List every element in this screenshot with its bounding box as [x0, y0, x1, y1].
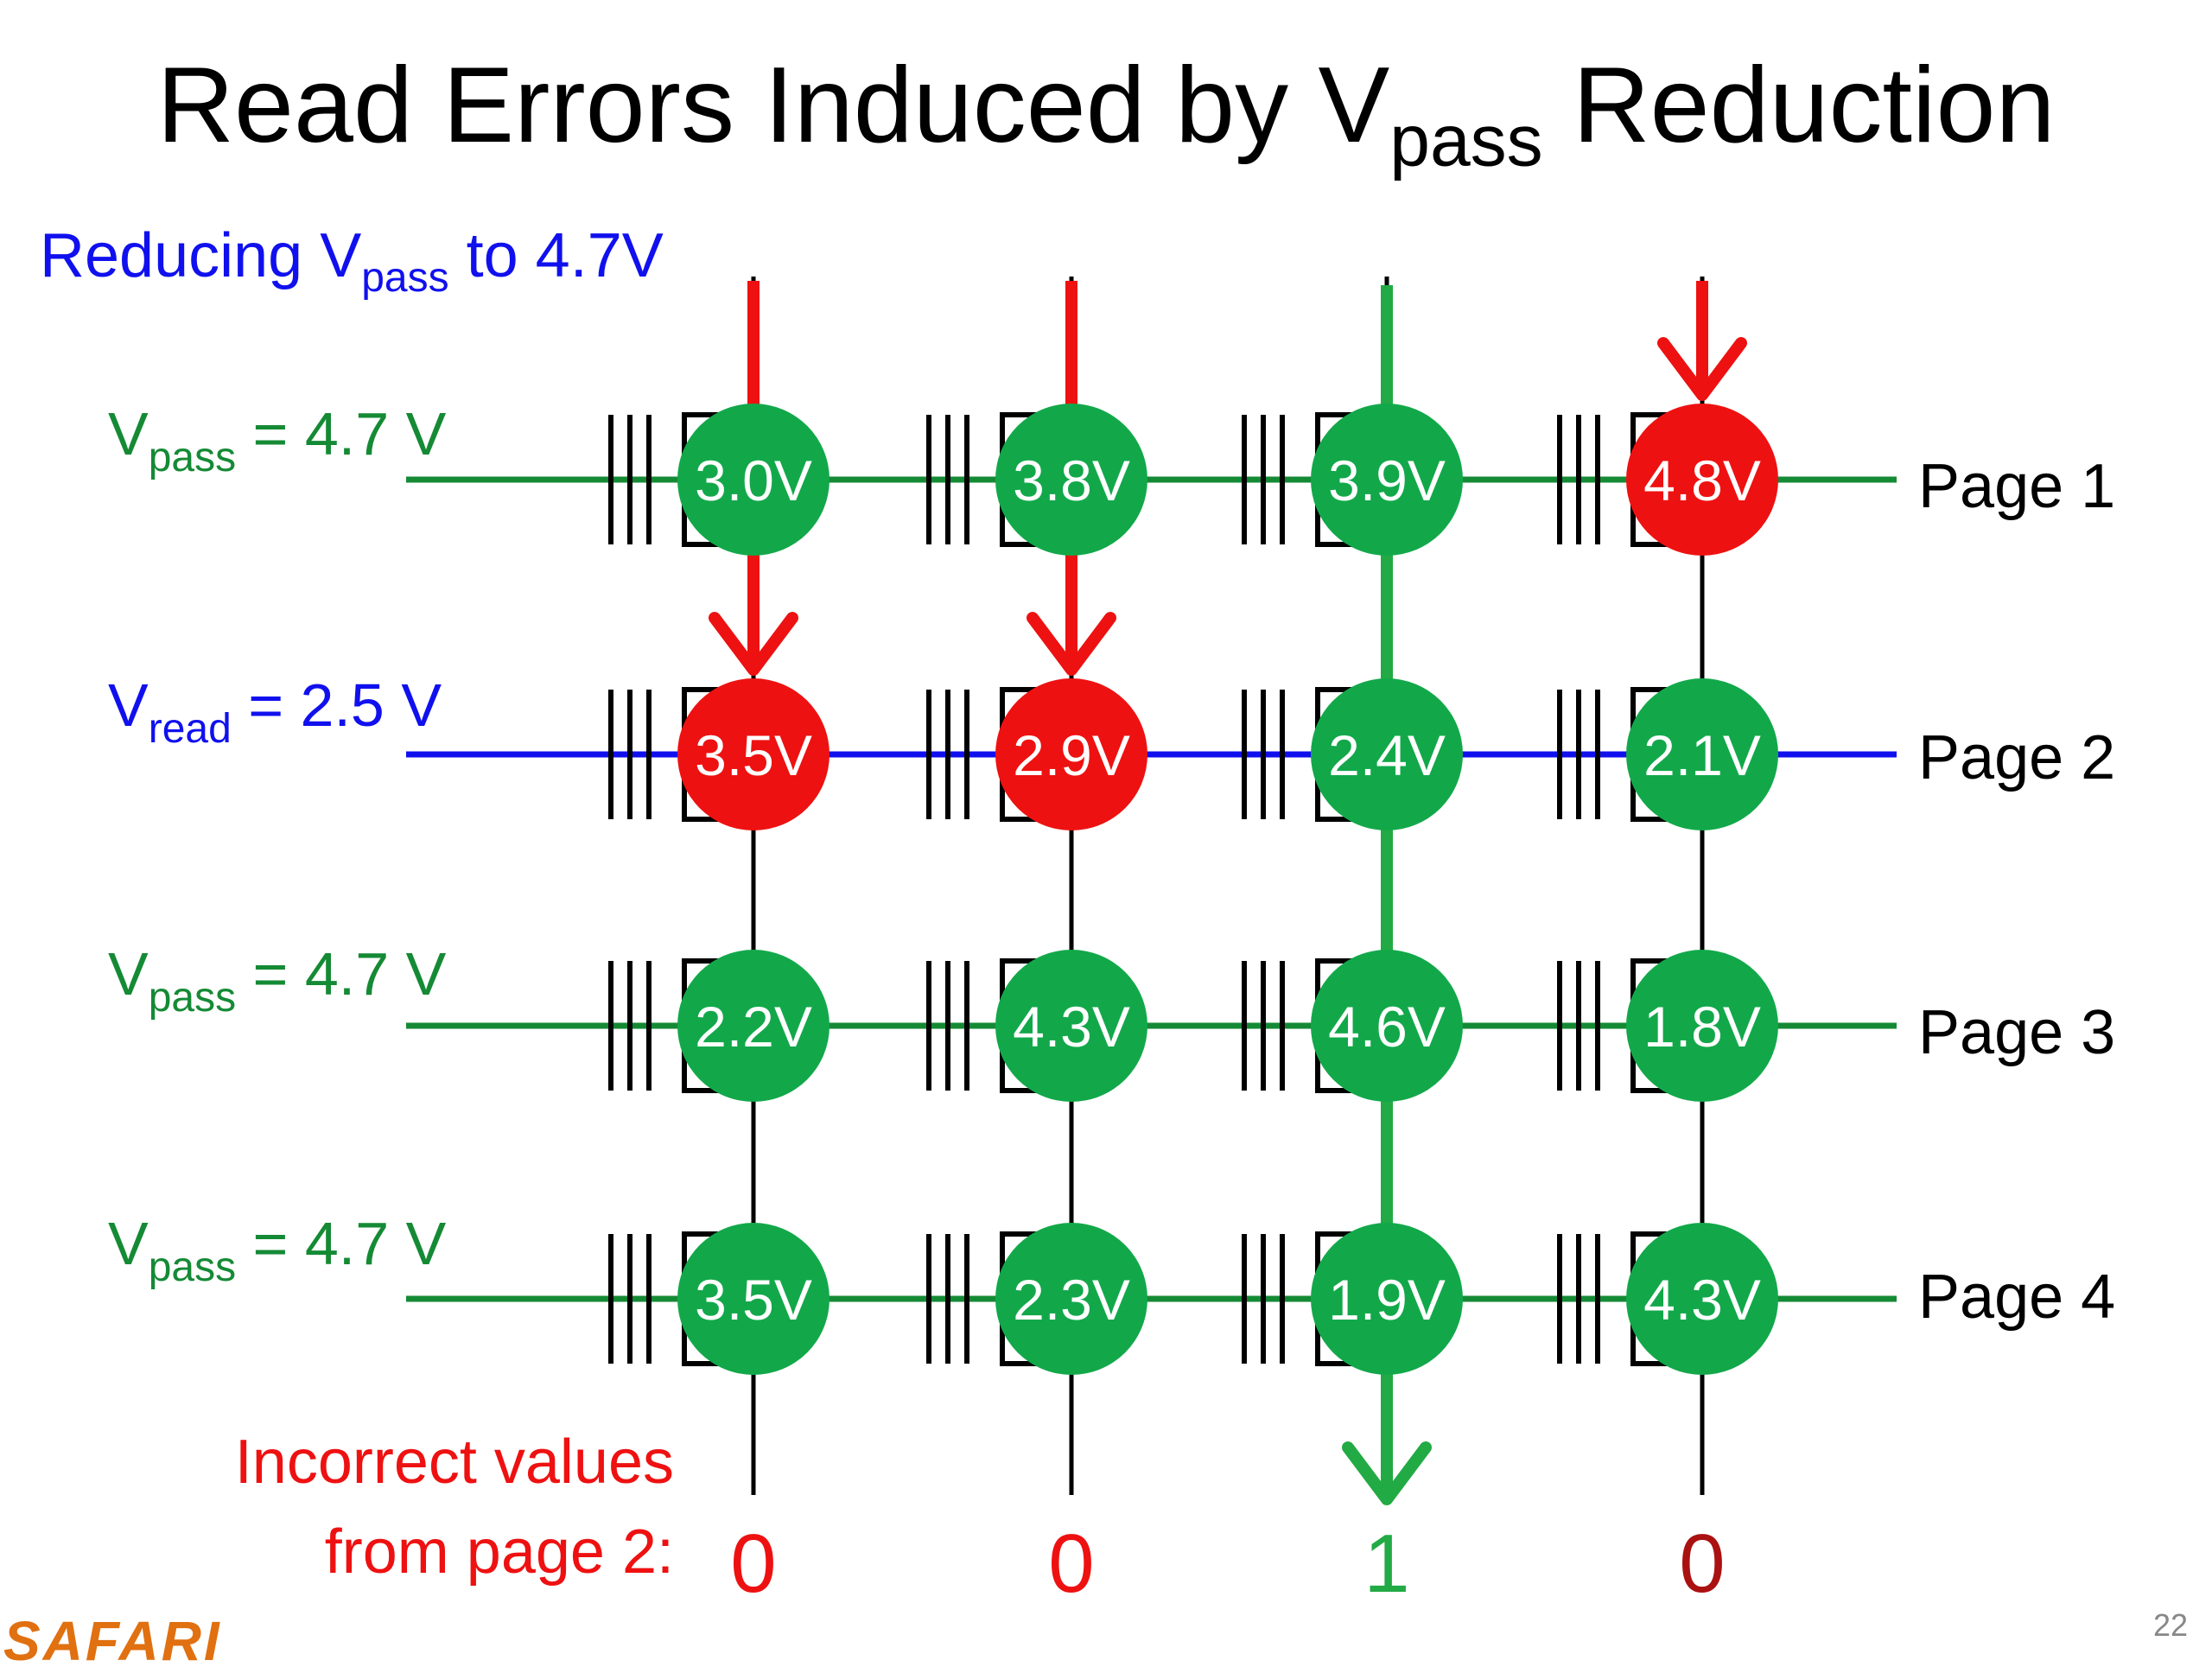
title-tail: Reduction — [1542, 46, 2056, 165]
cell-voltage: 3.5V — [695, 723, 812, 787]
row-label-subscript: pass — [148, 975, 237, 1021]
incorrect-values-note: Incorrect values from page 2: — [121, 1417, 674, 1598]
page-label-3: Page 3 — [1918, 998, 2116, 1067]
row-label-value: = 4.7 V — [236, 400, 447, 468]
cell-voltage: 4.6V — [1328, 995, 1446, 1059]
output-bit-4: 0 — [1679, 1517, 1726, 1610]
cell-circle — [1311, 1223, 1463, 1375]
page-label-2: Page 2 — [1918, 723, 2116, 792]
cell-circle — [1626, 950, 1778, 1102]
subtitle-subscript: pass — [361, 254, 449, 301]
cell-circle — [1311, 678, 1463, 830]
memory-cell: 4.6V — [1311, 950, 1463, 1102]
cell-voltage: 3.0V — [695, 448, 812, 512]
row-label-value: = 4.7 V — [236, 1210, 447, 1277]
memory-cell: 2.3V — [995, 1223, 1147, 1375]
memory-cell: 4.3V — [1626, 1223, 1778, 1375]
row-label-value: = 4.7 V — [236, 940, 447, 1008]
error-arrow-head — [709, 612, 798, 676]
row-label-v: V — [108, 671, 149, 739]
memory-cell: 1.9V — [1311, 1223, 1463, 1375]
output-bit-1: 0 — [730, 1517, 777, 1610]
row-label-2: Vread = 2.5 V — [108, 671, 442, 753]
memory-cell: 3.5V — [677, 1223, 830, 1375]
row-label-3: Vpass = 4.7 V — [108, 939, 446, 1021]
row-label-subscript: pass — [148, 435, 237, 481]
cell-voltage: 2.3V — [1013, 1268, 1130, 1332]
row-label-subscript: read — [148, 706, 232, 753]
memory-cell: 4.3V — [995, 950, 1147, 1102]
cell-circle — [995, 1223, 1147, 1375]
title-main: Read Errors Induced by V — [156, 46, 1390, 165]
error-arrow-head — [1027, 612, 1116, 676]
memory-cell: 2.1V — [1626, 678, 1778, 830]
row-label-subscript: pass — [148, 1244, 237, 1291]
row-label-v: V — [108, 1210, 149, 1277]
subtitle-suffix: to 4.7V — [448, 221, 664, 290]
cell-voltage: 4.3V — [1013, 995, 1130, 1059]
output-bit-2: 0 — [1048, 1517, 1095, 1610]
cell-circle — [995, 950, 1147, 1102]
error-cell-circle — [995, 678, 1147, 830]
cell-voltage: 1.9V — [1328, 1268, 1446, 1332]
memory-cell: 4.8V — [1626, 404, 1778, 556]
title-subscript: pass — [1389, 99, 1543, 181]
error-cell-circle — [1626, 404, 1778, 556]
memory-cells: 3.0V 3.8V 3.9V 4.8V 3.5V 2.9V 2.4V 2.1V 2.2V 4.3V… — [677, 404, 1778, 1375]
cell-voltage: 4.8V — [1643, 448, 1761, 512]
cell-voltage: 2.9V — [1013, 723, 1130, 787]
memory-cell: 3.9V — [1311, 404, 1463, 556]
cell-voltage: 3.8V — [1013, 448, 1130, 512]
cell-circle — [1311, 404, 1463, 556]
error-arrow-head — [1657, 337, 1747, 401]
row-label-4: Vpass = 4.7 V — [108, 1209, 446, 1291]
subtitle: Reducing Vpass to 4.7V — [40, 220, 664, 302]
memory-cell: 1.8V — [1626, 950, 1778, 1102]
cell-circle — [1311, 950, 1463, 1102]
page-label-4: Page 4 — [1918, 1263, 2116, 1332]
memory-cell: 3.0V — [677, 404, 830, 556]
cell-voltage: 3.9V — [1328, 448, 1446, 512]
cell-voltage: 2.1V — [1643, 723, 1761, 787]
safari-logo: SAFARI — [3, 1610, 222, 1672]
memory-cell: 3.5V — [677, 678, 830, 830]
cell-circle — [1626, 678, 1778, 830]
transistor-gates — [608, 412, 1668, 1366]
row-label-v: V — [108, 940, 149, 1008]
cell-circle — [677, 1223, 830, 1375]
cell-circle — [1626, 1223, 1778, 1375]
cell-voltage: 1.8V — [1643, 995, 1761, 1059]
page-label-1: Page 1 — [1918, 452, 2116, 521]
cell-voltage: 4.3V — [1643, 1268, 1761, 1332]
memory-cell: 2.9V — [995, 678, 1147, 830]
cell-voltage: 2.4V — [1328, 723, 1446, 787]
page-number: 22 — [2152, 1607, 2188, 1643]
cell-voltage: 2.2V — [695, 995, 812, 1059]
row-label-v: V — [108, 400, 149, 468]
output-bit-3: 1 — [1363, 1517, 1410, 1610]
slide-title: Read Errors Induced by Vpass Reduction — [0, 52, 2212, 177]
subtitle-prefix: Reducing V — [40, 221, 362, 290]
row-label-1: Vpass = 4.7 V — [108, 399, 446, 481]
note-line-1: Incorrect values — [234, 1428, 674, 1497]
cell-circle — [677, 404, 830, 556]
row-label-value: = 2.5 V — [231, 671, 442, 739]
memory-cell: 2.4V — [1311, 678, 1463, 830]
cell-circle — [995, 404, 1147, 556]
cell-voltage: 3.5V — [695, 1268, 812, 1332]
current-arrows — [709, 281, 1747, 1505]
error-cell-circle — [677, 678, 830, 830]
memory-cell: 2.2V — [677, 950, 830, 1102]
cell-circle — [677, 950, 830, 1102]
correct-arrow-head — [1342, 1441, 1432, 1505]
note-line-2: from page 2: — [324, 1517, 674, 1587]
memory-cell: 3.8V — [995, 404, 1147, 556]
wordlines — [406, 476, 1897, 1302]
